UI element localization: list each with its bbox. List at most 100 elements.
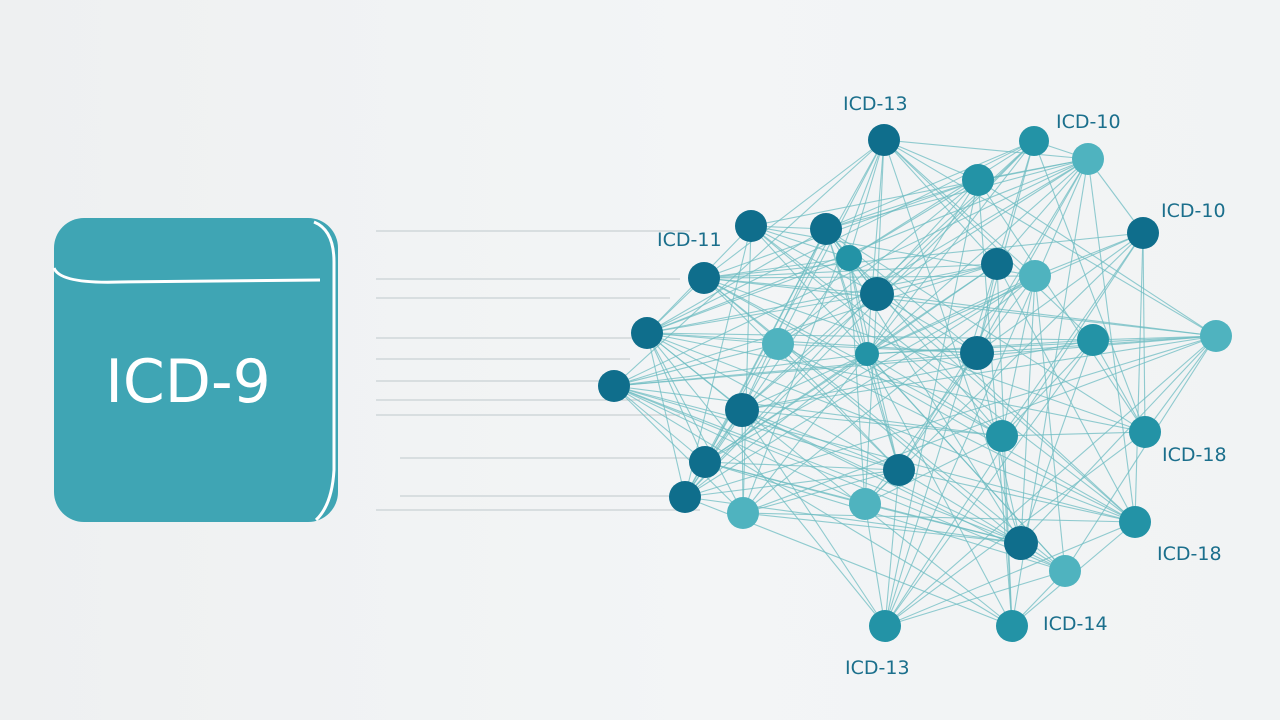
network-node (836, 245, 862, 271)
network-edge (777, 158, 1089, 345)
network-node (860, 277, 894, 311)
network-edge (777, 343, 1136, 523)
network-node (1119, 506, 1151, 538)
network-node (727, 497, 759, 529)
network-edge (703, 139, 885, 279)
node-label-top: ICD-13 (843, 93, 908, 115)
network-edge (741, 409, 1003, 437)
network-edge (864, 503, 886, 627)
node-label-left: ICD-11 (657, 229, 722, 251)
network-node (735, 210, 767, 242)
network-edge (866, 139, 885, 355)
legacy-box-label: ICD-9 (105, 347, 271, 417)
network-node (986, 420, 1018, 452)
network-node (1019, 260, 1051, 292)
node-label-top-right: ICD-10 (1056, 111, 1121, 133)
network-edge (883, 139, 1036, 277)
network-edge (876, 293, 978, 354)
network-edge (884, 335, 1217, 627)
network-edge (703, 277, 900, 471)
network-node (962, 164, 994, 196)
network-edge (684, 139, 885, 498)
network-edge (848, 257, 1136, 523)
network-edge (825, 228, 1022, 544)
network-edge (848, 139, 885, 259)
network-edge (684, 275, 1036, 498)
network-edge (750, 158, 1089, 227)
network-edge (1033, 140, 1146, 433)
network-edge (741, 409, 744, 514)
network-node (960, 336, 994, 370)
network-edge (876, 140, 1035, 295)
network-edge (742, 512, 1136, 523)
network-edge (704, 263, 998, 463)
network-edge (977, 179, 1217, 337)
network-edge (646, 263, 998, 334)
network-edge (613, 385, 900, 471)
network-edge (750, 225, 1003, 437)
network-edge (866, 158, 1089, 355)
network-node (1200, 320, 1232, 352)
network-edge (703, 277, 1136, 523)
network-edge (703, 257, 850, 279)
network-edge (825, 179, 979, 230)
network-edge (684, 140, 1035, 498)
network-edge (742, 512, 1022, 544)
network-edge (741, 409, 886, 627)
network-edge (613, 385, 1136, 523)
network-edge (646, 332, 978, 354)
network-edge (1001, 232, 1144, 437)
network-edge (613, 385, 1022, 544)
network-edge (1087, 158, 1136, 523)
network-node (669, 481, 701, 513)
network-edge (884, 521, 1136, 627)
network-edge (898, 469, 1136, 523)
network-edge (884, 570, 1066, 627)
network-edge (613, 385, 1013, 627)
node-label-bottom-right: ICD-14 (1043, 613, 1108, 635)
network-node (688, 262, 720, 294)
network-edge (703, 277, 1146, 433)
network-edge (884, 263, 998, 627)
network-edge (864, 232, 1144, 505)
network-labels: ICD-13 ICD-10 ICD-10 ICD-11 ICD-18 ICD-1… (657, 93, 1227, 679)
node-label-bottom: ICD-13 (845, 657, 910, 679)
network-node (1072, 143, 1104, 175)
network-node (883, 454, 915, 486)
network-node (1019, 126, 1049, 156)
network-edge (825, 228, 1146, 433)
network-edge (646, 332, 686, 498)
network-node (1129, 416, 1161, 448)
network-edge (883, 139, 1089, 160)
network-node (996, 610, 1028, 642)
network-node (1077, 324, 1109, 356)
network-node (631, 317, 663, 349)
connector-lines (376, 230, 700, 511)
network-edge (976, 158, 1089, 354)
network-edge (1020, 335, 1217, 544)
network-edge (1001, 339, 1094, 437)
network-edge (646, 158, 1089, 334)
legacy-icd9-box: ICD-9 (52, 218, 338, 522)
network-edge (703, 277, 878, 295)
node-label-right-middle: ICD-18 (1162, 444, 1227, 466)
network-edge (646, 332, 1013, 627)
network-node (725, 393, 759, 427)
network-edge (703, 263, 998, 279)
network-edge (876, 293, 1136, 523)
network-edge (613, 335, 1217, 387)
network-edge (684, 335, 1217, 498)
network-edges (613, 139, 1217, 627)
network-edge (613, 139, 885, 387)
network-edge (883, 139, 998, 265)
network-edge (848, 257, 868, 355)
network-node (1127, 217, 1159, 249)
network-node (689, 446, 721, 478)
network-edge (876, 263, 998, 295)
network-edge (613, 158, 1089, 387)
network-edge (646, 332, 1136, 523)
network-edge (1064, 335, 1217, 572)
network-edge (1144, 335, 1217, 433)
network-edge (646, 332, 706, 463)
network-node (762, 328, 794, 360)
